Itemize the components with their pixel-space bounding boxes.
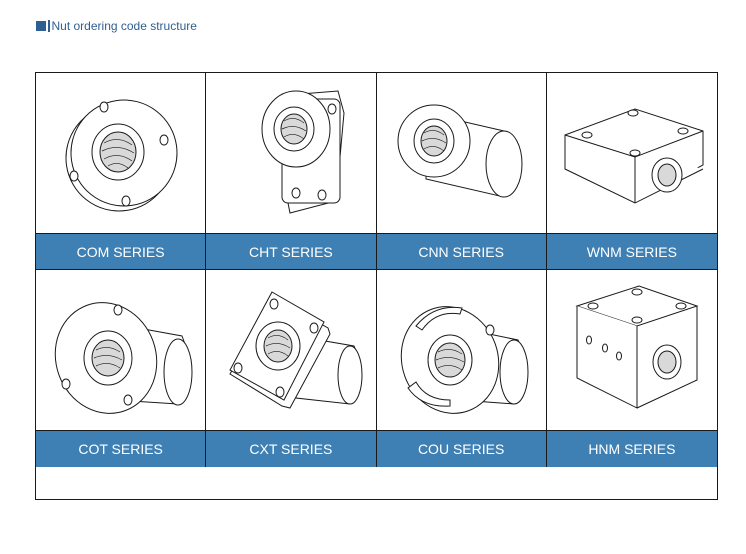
- series-image-com: [36, 73, 207, 234]
- heading-square-icon: [36, 21, 46, 31]
- series-label-cxt: CXT SERIES: [206, 431, 377, 467]
- series-image-cht: [206, 73, 377, 234]
- series-label-hnm: HNM SERIES: [546, 431, 717, 467]
- slotted-flange-nut-icon: [400, 306, 529, 414]
- series-grid: COM SERIES CHT SERIES CNN SERIES WNM SER…: [35, 72, 718, 500]
- series-label-wnm: WNM SERIES: [546, 234, 717, 270]
- series-label-com: COM SERIES: [36, 234, 207, 270]
- square-flange-nut-icon: [229, 291, 363, 409]
- flange-nut-three-hole-icon: [54, 302, 193, 414]
- heading-divider: [48, 20, 50, 32]
- series-image-wnm: [546, 73, 717, 234]
- series-label-cht: CHT SERIES: [206, 234, 377, 270]
- section-heading: Nut ordering code structure: [36, 19, 197, 33]
- block-nut-tall-icon: [575, 285, 699, 409]
- heading-text: Nut ordering code structure: [51, 19, 197, 33]
- series-label-cou: COU SERIES: [376, 431, 547, 467]
- series-label-cot: COT SERIES: [36, 431, 207, 467]
- flange-nut-trimmed-icon: [261, 90, 345, 214]
- series-label-cnn: CNN SERIES: [376, 234, 547, 270]
- series-image-hnm: [546, 270, 717, 431]
- block-nut-low-icon: [564, 108, 704, 204]
- series-image-cou: [376, 270, 547, 431]
- cylindrical-nut-icon: [397, 104, 523, 198]
- series-image-cnn: [376, 73, 547, 234]
- series-image-cxt: [206, 270, 377, 431]
- series-image-cot: [36, 270, 207, 431]
- flange-nut-four-hole-icon: [65, 99, 178, 212]
